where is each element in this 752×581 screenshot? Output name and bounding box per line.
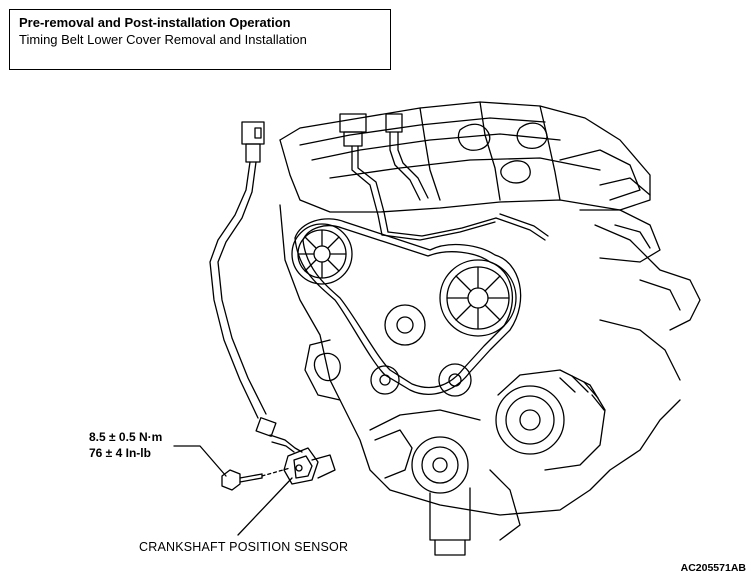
top-connectors xyxy=(339,113,549,241)
sensor-leader-line xyxy=(237,477,293,536)
alternator xyxy=(495,369,606,471)
torque-spec-imperial: 76 ± 4 In-lb xyxy=(89,446,151,460)
engine-block xyxy=(279,204,701,516)
sensor-bolt xyxy=(221,469,263,491)
crankshaft-position-sensor xyxy=(283,447,336,485)
torque-leader-line xyxy=(173,445,227,477)
torque-spec-metric: 8.5 ± 0.5 N·m xyxy=(89,430,163,444)
crankshaft-pulley xyxy=(374,429,521,556)
procedure-note-box: Pre-removal and Post-installation Operat… xyxy=(9,9,391,70)
intake-manifold xyxy=(279,101,661,263)
procedure-subtitle: Timing Belt Lower Cover Removal and Inst… xyxy=(19,32,307,47)
install-guide-line xyxy=(261,467,291,477)
procedure-title: Pre-removal and Post-installation Operat… xyxy=(19,15,291,30)
sensor-label: CRANKSHAFT POSITION SENSOR xyxy=(139,540,349,554)
figure-id: AC205571AB xyxy=(680,562,746,574)
sensor-harness xyxy=(209,121,303,453)
timing-belt-assembly xyxy=(291,218,522,397)
